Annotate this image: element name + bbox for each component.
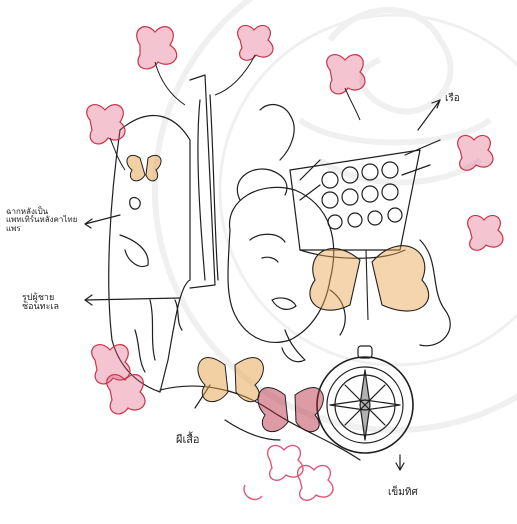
label-butterfly: ผีเสื้อ [176,434,200,446]
butterfly-tiny [127,155,161,181]
flowers-red [87,25,503,413]
compass-sketch [317,346,413,453]
label-wall-background: ฉากหลังเป็น แพทเทิร์นหลังคาไทย แพร [6,208,77,233]
label-portrait: รูปผู้ชาย ช่อนทะเล [22,294,59,313]
flowers-pink [244,445,333,500]
label-boat: เรือ [445,94,460,105]
butterfly-red [258,388,323,432]
butterfly-small-orange [198,358,263,402]
butterfly-large [310,246,429,320]
label-compass: เข็มทิศ [388,488,418,499]
ship-sketch [290,140,440,258]
